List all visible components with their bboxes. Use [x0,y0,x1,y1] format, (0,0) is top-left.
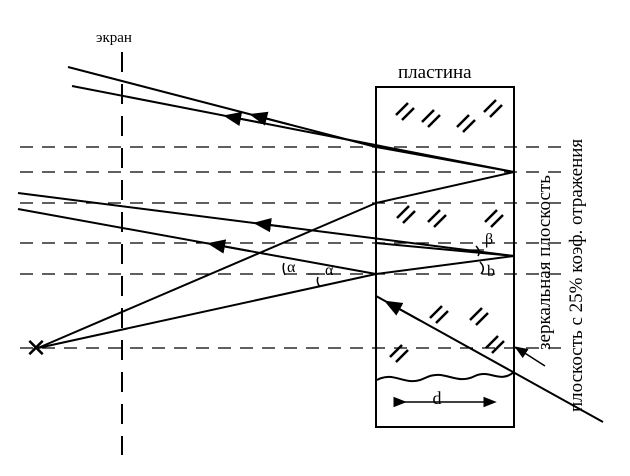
b-label: b [487,263,495,280]
screen-label: экран [96,30,132,46]
internal-ray-upper [375,146,515,204]
outgoing-ray-2-arrow [223,111,263,126]
outgoing-ray-1-arrow [249,111,291,126]
alpha-arc-2 [316,276,321,288]
glass-hatching [389,99,505,363]
plate-label: пластина [398,62,472,83]
b-arc [479,261,484,275]
source-cross: ✕ [25,334,47,363]
source-ray-lower [37,273,377,349]
outgoing-ray-3-arrow [253,217,291,233]
outgoing-ray-2 [71,85,515,173]
mirror-plane-label: зеркальная плоскость [534,175,555,350]
reference-dashed-lines [20,146,570,349]
thickness-label: d [433,388,442,408]
outgoing-ray-4-arrow [207,239,251,254]
alpha-label-2: α [325,262,334,279]
partial-plane-pointer [514,346,546,367]
outgoing-ray-1 [67,66,377,148]
source-ray-upper [37,202,377,349]
alpha-arc-1 [282,262,286,276]
outgoing-ray-4 [17,208,377,275]
plate-broken-edge [376,371,515,383]
incident-ray-arrow [384,300,421,322]
beta-label: β [485,231,493,248]
beta-arc [475,245,480,257]
alpha-label-1: α [287,259,296,276]
partial-plane-label: плоскость с 25% коэф. отражения [566,139,587,412]
